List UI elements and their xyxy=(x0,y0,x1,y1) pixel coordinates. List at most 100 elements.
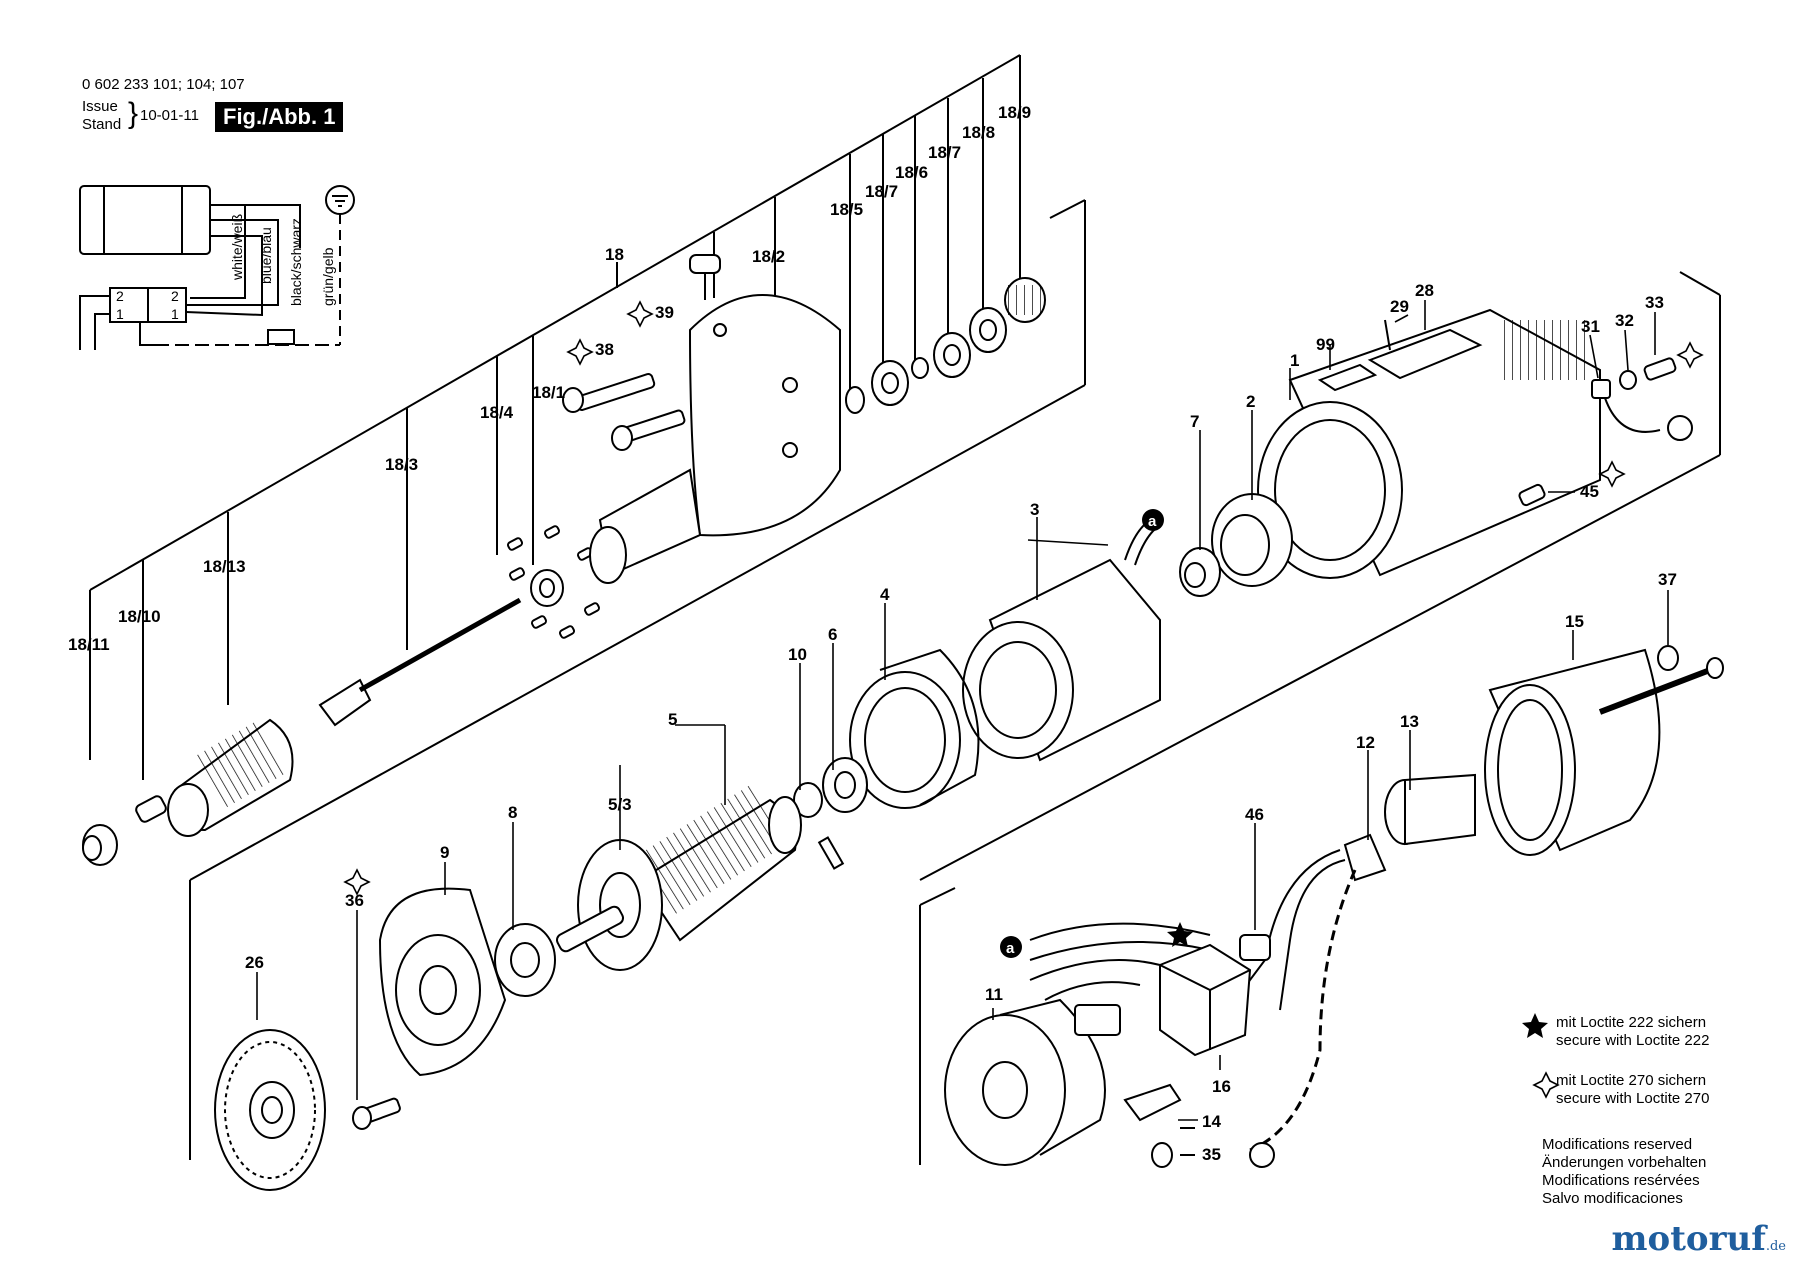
part-18-4-needle xyxy=(506,537,524,551)
label-10: 10 xyxy=(788,645,807,664)
label-18-4: 18/4 xyxy=(480,403,514,422)
label-36: 36 xyxy=(345,891,364,910)
wire-black-label: black/schwarz xyxy=(288,218,304,306)
label-9: 9 xyxy=(440,843,449,862)
terminal-2b: 2 xyxy=(171,288,179,304)
ref-a-upper: a xyxy=(1148,513,1157,530)
ground-symbol-cable xyxy=(1249,1142,1275,1168)
loctite222-star-legend xyxy=(1522,1013,1548,1038)
issue-brace: } xyxy=(128,97,139,130)
label-5: 5 xyxy=(668,710,677,729)
part-37-screw-head xyxy=(1657,645,1679,671)
part-14-cable-lug xyxy=(1123,1083,1182,1122)
motor-symbol xyxy=(79,185,211,255)
label-4: 4 xyxy=(880,585,890,604)
part-18-10-collet xyxy=(135,795,167,823)
label-18-2: 18/2 xyxy=(752,247,785,266)
loctite270-star-38 xyxy=(566,338,594,366)
loctite270-star-36 xyxy=(343,868,371,896)
part-35-screw xyxy=(1151,1142,1173,1168)
label-14: 14 xyxy=(1202,1112,1221,1131)
label-29: 29 xyxy=(1390,297,1409,316)
wiring-diagram xyxy=(79,185,355,350)
group-18-frame xyxy=(89,54,1086,1160)
label-7: 7 xyxy=(1190,412,1199,431)
part-28-nameplate xyxy=(1367,328,1483,380)
label-18-3: 18/3 xyxy=(385,455,418,474)
note-loctite222-en: secure with Loctite 222 xyxy=(1556,1032,1710,1049)
label-18-7a: 18/7 xyxy=(865,182,898,201)
part-5-armature-shaft xyxy=(555,905,625,953)
label-18-8: 18/8 xyxy=(962,123,995,142)
part-46-connector xyxy=(1239,934,1271,961)
label-11: 11 xyxy=(985,985,1003,1004)
label-39: 39 xyxy=(655,303,674,322)
loctite270-star-45 xyxy=(1598,460,1626,488)
label-35: 35 xyxy=(1202,1145,1221,1164)
label-12: 12 xyxy=(1356,733,1375,752)
loctite270-star-39 xyxy=(626,300,654,328)
stand-label: Stand xyxy=(82,116,122,133)
part-99-label xyxy=(1317,363,1378,392)
part-18-6-washer xyxy=(911,357,929,379)
label-18-5: 18/5 xyxy=(830,200,863,219)
part-labels: 18 18/2 18/5 18/7 18/6 18/7 18/8 18/9 18… xyxy=(68,103,1677,1164)
label-18: 18 xyxy=(605,245,624,264)
terminal-2a: 2 xyxy=(116,288,124,304)
label-18-13: 18/13 xyxy=(203,557,246,576)
wire-blue-label: blue/blau xyxy=(258,227,274,284)
label-15: 15 xyxy=(1565,612,1584,631)
leader-lines xyxy=(256,300,1669,1121)
label-13: 13 xyxy=(1400,712,1419,731)
label-26: 26 xyxy=(245,953,264,972)
part-33-screw xyxy=(1643,357,1677,381)
label-8: 8 xyxy=(508,803,517,822)
motor-housing-assembly xyxy=(793,271,1721,881)
label-1: 1 xyxy=(1290,351,1299,370)
label-32: 32 xyxy=(1615,311,1634,330)
label-18-1: 18/1 xyxy=(532,383,565,402)
note-loctite270-de: mit Loctite 270 sichern xyxy=(1556,1072,1707,1089)
note-loctite270-en: secure with Loctite 270 xyxy=(1556,1090,1710,1107)
label-37: 37 xyxy=(1658,570,1677,589)
label-33: 33 xyxy=(1645,293,1664,312)
note-loctite222-de: mit Loctite 222 sichern xyxy=(1556,1014,1707,1031)
armature-assembly xyxy=(214,784,802,1191)
part-45-screw xyxy=(1518,483,1546,507)
loctite222-markers xyxy=(1167,922,1548,1038)
label-18-7b: 18/7 xyxy=(928,143,961,162)
issue-date: 10-01-11 xyxy=(140,107,199,124)
part-16-switch xyxy=(1159,943,1252,1057)
label-16: 16 xyxy=(1212,1077,1231,1096)
terminal-1a: 1 xyxy=(116,306,124,322)
loctite270-star-legend xyxy=(1532,1071,1560,1099)
wire-white-label: white/weiß xyxy=(229,214,245,281)
part-31-clip xyxy=(1591,379,1611,399)
issue-label: Issue xyxy=(82,98,118,115)
group-18-parts xyxy=(82,254,1046,866)
ref-a-lower: a xyxy=(1006,940,1015,957)
part-12-cable xyxy=(1343,833,1387,882)
part-10-washer xyxy=(793,782,823,818)
part-18-3-shaft-thread xyxy=(318,678,372,727)
part-18-5-circlip xyxy=(845,386,865,414)
watermark-main: motoruf xyxy=(1611,1219,1766,1259)
part-10-key xyxy=(817,836,845,870)
loctite-markers xyxy=(343,300,1704,1099)
note-mod-fr: Modifications resérvées xyxy=(1542,1172,1700,1189)
label-18-10: 18/10 xyxy=(118,607,161,626)
label-18-6: 18/6 xyxy=(895,163,928,182)
watermark: motoruf.de xyxy=(1612,1219,1786,1259)
handle-switch-assembly xyxy=(919,645,1724,1168)
part-38-screw xyxy=(574,373,656,411)
watermark-tld: .de xyxy=(1765,1239,1786,1254)
label-28: 28 xyxy=(1415,281,1434,300)
label-45: 45 xyxy=(1580,482,1599,501)
wire-green-label: grün/gelb xyxy=(320,247,336,306)
part-11-brush-slot xyxy=(1074,1004,1121,1036)
loctite222-star-16 xyxy=(1167,922,1193,947)
motor-body xyxy=(103,185,183,255)
note-mod-de: Änderungen vorbehalten xyxy=(1542,1154,1707,1171)
